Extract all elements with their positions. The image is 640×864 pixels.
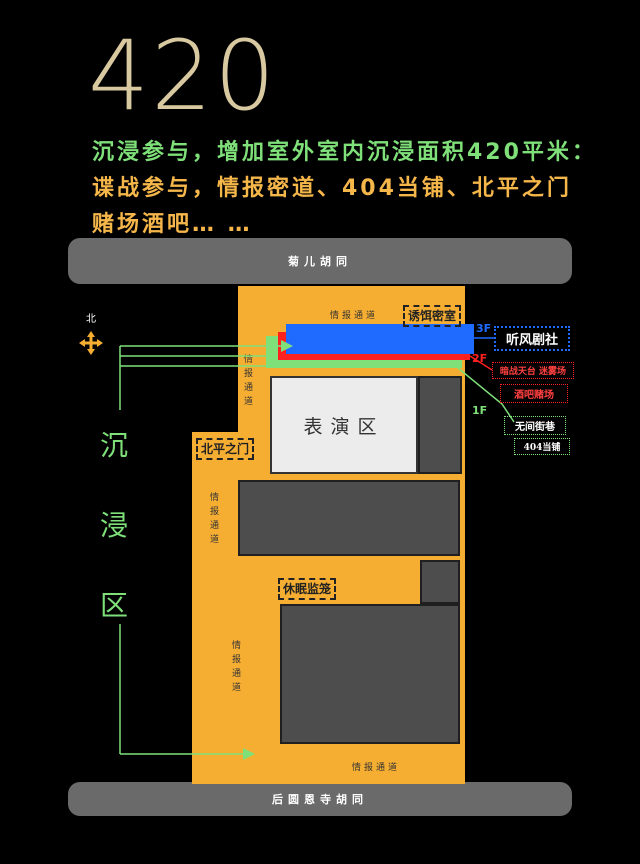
headline-line-2: 谍战参与，情报密道、404当铺、北平之门	[92, 176, 572, 201]
block-lower	[280, 604, 460, 744]
floor-2f-name-2: 酒吧赌场	[500, 384, 568, 403]
block-middle	[238, 480, 460, 556]
north-label: 北	[86, 314, 96, 325]
road-bottom: 后圆恩寺胡同	[68, 782, 572, 816]
floor-1f-number: 1F	[472, 404, 488, 417]
immersion-char-1: 沉	[100, 429, 129, 462]
headline-line-3: 赌场酒吧… …	[92, 212, 253, 237]
headline-number: 420	[88, 20, 278, 132]
leader-2f	[469, 355, 493, 371]
building-left-wing	[192, 432, 236, 784]
floor-2f-number: 2F	[472, 352, 488, 365]
building-notch	[233, 286, 238, 432]
passage-left-middle-label: 情报通道	[208, 492, 218, 548]
floor-3f-bar	[286, 324, 474, 354]
passage-bottom-label: 情报通道	[352, 763, 401, 773]
block-right-upper	[418, 376, 462, 474]
immersion-char-3: 区	[100, 589, 129, 622]
passage-left-upper-label: 情报通道	[242, 354, 252, 410]
tag-north-gate: 北平之门	[196, 438, 255, 460]
block-right-small	[420, 560, 460, 604]
road-bottom-label: 后圆恩寺胡同	[272, 793, 368, 806]
tag-secret-room: 诱饵密室	[403, 305, 462, 327]
floor-1f-name-1: 无间街巷	[504, 416, 566, 435]
floor-3f-name: 听风剧社	[494, 326, 570, 351]
headline-line-1: 沉浸参与，增加室外室内沉浸面积420平米：	[92, 140, 597, 165]
floor-3f-number: 3F	[476, 322, 492, 335]
passage-top-label: 情报通道	[330, 311, 379, 321]
road-top: 菊儿胡同	[68, 238, 572, 284]
road-top-label: 菊儿胡同	[288, 255, 352, 268]
stage-area: 表演区	[270, 376, 418, 474]
floor-2f-name-1: 暗战天台 迷雾场	[492, 362, 574, 379]
tag-sleep-cage: 休眠监笼	[278, 578, 337, 600]
compass-icon	[79, 331, 103, 355]
passage-lower-label: 情报通道	[230, 640, 240, 696]
floor-1f-name-2: 404当铺	[514, 438, 570, 455]
stage-label: 表演区	[303, 415, 385, 438]
immersion-char-2: 浸	[100, 509, 129, 542]
